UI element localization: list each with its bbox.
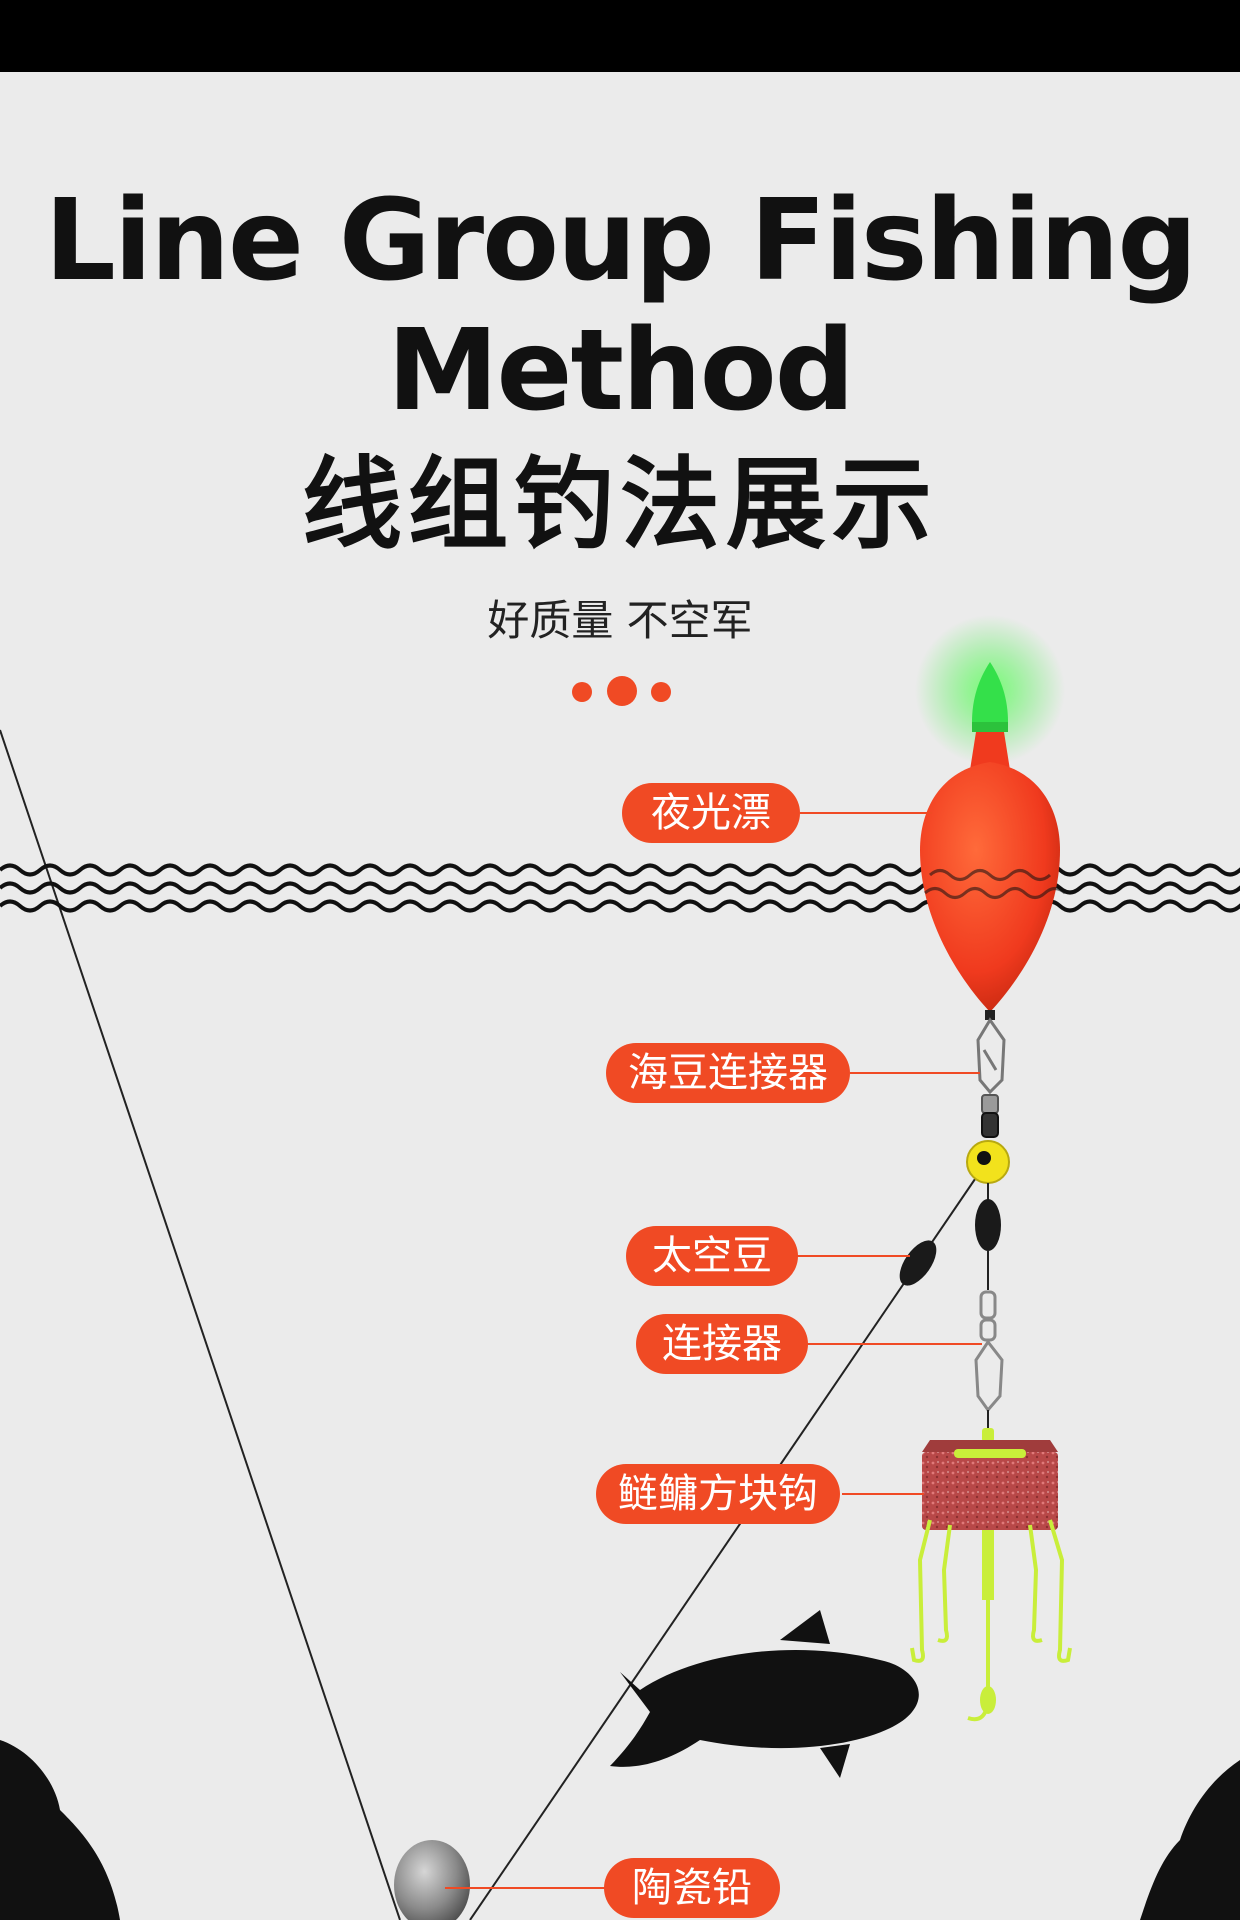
branch-line [469, 1159, 989, 1920]
ceramic-sinker-icon [394, 1840, 470, 1920]
space-bean-icon [975, 1199, 1001, 1251]
fish-silhouette-icon [610, 1610, 919, 1778]
label-ceramic-sinker: 陶瓷铅 [604, 1858, 780, 1918]
space-bean-icon-2 [899, 1240, 937, 1286]
label-connector: 连接器 [636, 1314, 808, 1374]
label-block-hook: 鲢鳙方块钩 [596, 1464, 840, 1524]
bead-icon [966, 1140, 1010, 1184]
swivel-icon-1 [976, 1017, 1006, 1095]
main-line [0, 729, 401, 1920]
subtitle: 好质量 不空军 [487, 596, 753, 645]
night-float-icon [915, 615, 1065, 1020]
block-hook-icon [910, 1440, 1072, 1722]
label-space-bean: 太空豆 [626, 1226, 798, 1286]
title-chinese: 线组钓法展示 [302, 446, 938, 563]
plant-right [1140, 1760, 1240, 1920]
wave-lines-icon [0, 863, 1240, 913]
plant-left [0, 1740, 120, 1920]
label-sea-bean-connector: 海豆连接器 [606, 1043, 850, 1103]
top-bar [0, 0, 1240, 72]
dot-left [572, 682, 592, 702]
title-line-2: Method [387, 306, 855, 436]
dot-middle [607, 676, 637, 706]
swivel-icon-2 [974, 1290, 1004, 1413]
dot-right [651, 682, 671, 702]
label-night-float: 夜光漂 [622, 783, 800, 843]
title-line-1: Line Group Fishing [44, 176, 1197, 306]
